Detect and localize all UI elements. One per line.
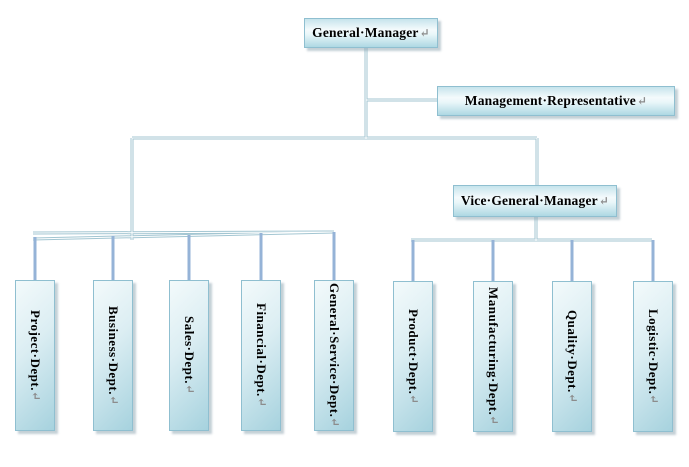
- paragraph-mark: ↵: [183, 384, 197, 395]
- node-management-representative[interactable]: Management·Representative↵: [437, 86, 675, 116]
- node-product-dept[interactable]: Product·Dept.↵: [393, 281, 433, 432]
- node-business-dept[interactable]: Business·Dept.↵: [93, 280, 133, 431]
- node-general-service-dept[interactable]: General·Service·Dept.↵: [314, 280, 354, 431]
- node-vice-general-manager[interactable]: Vice·General·Manager↵: [453, 185, 617, 217]
- node-general-manager[interactable]: General·Manager↵: [304, 18, 438, 48]
- node-label: General·Service·Dept.: [327, 283, 342, 418]
- node-label: General·Manager: [312, 25, 419, 40]
- node-label: Financial·Dept.: [254, 303, 269, 398]
- paragraph-mark: ↵: [29, 390, 43, 402]
- paragraph-mark: ↵: [598, 193, 610, 208]
- paragraph-mark: ↵: [255, 397, 269, 408]
- node-quality-dept[interactable]: Quality·Dept.↵: [552, 281, 592, 432]
- paragraph-mark: ↵: [419, 25, 430, 40]
- node-label: Management·Representative: [464, 93, 636, 108]
- node-label: Logistic·Dept.: [646, 308, 661, 394]
- node-label: Vice·General·Manager: [460, 193, 598, 208]
- paragraph-mark: ↵: [636, 93, 648, 108]
- node-label: Manufacturing·Dept.: [486, 287, 501, 416]
- node-label: Project·Dept.: [28, 309, 43, 391]
- paragraph-mark: ↵: [328, 417, 342, 428]
- paragraph-mark: ↵: [487, 415, 501, 426]
- node-label: Business·Dept.: [106, 305, 121, 395]
- paragraph-mark: ↵: [407, 393, 421, 405]
- node-logistic-dept[interactable]: Logistic·Dept.↵: [633, 281, 673, 432]
- node-project-dept[interactable]: Project·Dept.↵: [15, 280, 55, 431]
- node-label: Quality·Dept.: [565, 309, 580, 393]
- paragraph-mark: ↵: [107, 394, 121, 406]
- node-label: Product·Dept.: [406, 308, 421, 394]
- paragraph-mark: ↵: [647, 393, 661, 405]
- node-manufacturing-dept[interactable]: Manufacturing·Dept.↵: [473, 281, 513, 432]
- paragraph-mark: ↵: [566, 392, 580, 404]
- node-sales-dept[interactable]: Sales·Dept.↵: [169, 280, 209, 431]
- node-financial-dept[interactable]: Financial·Dept.↵: [241, 280, 281, 431]
- node-label: Sales·Dept.: [182, 316, 197, 385]
